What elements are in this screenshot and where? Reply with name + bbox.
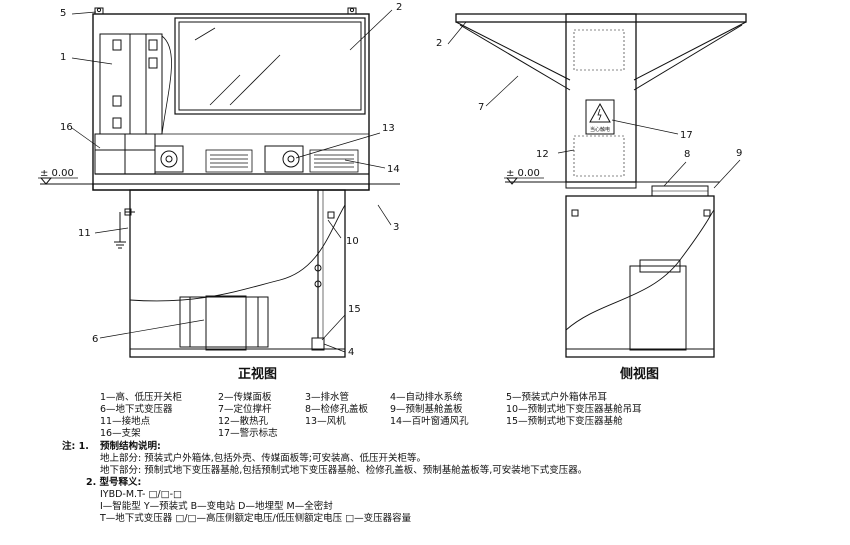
note-2-line-1: I—智能型 Y—预装式 B—变电站 D—地埋型 M—全密封	[100, 501, 333, 512]
support-frame	[94, 133, 156, 175]
legend-item: 11—接地点	[100, 416, 151, 427]
lifting-lug-icon	[94, 7, 357, 14]
legend-item: 7—定位撑杆	[218, 404, 272, 415]
legend-item: 3—排水管	[305, 392, 350, 403]
note-2-line-2: T—地下式变压器 □/□—高压侧额定电压/低压侧额定电压 □—变压器容量	[100, 513, 412, 524]
notes-title: 注: 1.	[62, 441, 89, 452]
vent-holes	[573, 29, 625, 177]
side-view-caption: 侧视图	[620, 366, 659, 380]
note-1-line-2: 地下部分: 预制式地下变压器基舱,包括预制式地下变压器基舱、检修孔盖板、预制基舱…	[100, 465, 588, 476]
side-underground-chamber	[565, 195, 715, 358]
front-level-label: ± 0.00	[40, 168, 74, 179]
side-callout-2: 2	[436, 38, 442, 49]
model-code: IYBD-M.T- □/□-□	[100, 489, 183, 500]
media-panel	[174, 17, 366, 115]
side-callout-8: 8	[684, 149, 690, 160]
legend-item: 8—检修孔盖板	[305, 404, 369, 415]
side-enclosure	[565, 13, 637, 183]
note-1-line-1: 地上部分: 预装式户外箱体,包括外壳、传媒面板等;可安装高、低压开关柜等。	[100, 453, 426, 464]
louver-vents	[205, 149, 359, 173]
legend-item: 4—自动排水系统	[390, 392, 463, 403]
side-level-label: ± 0.00	[506, 168, 540, 179]
callout-14: 14	[387, 164, 400, 175]
legend-item: 17—警示标志	[218, 428, 278, 439]
side-callout-7: 7	[478, 102, 484, 113]
switchgear-cabinet	[99, 33, 172, 135]
legend-item: 12—散热孔	[218, 416, 269, 427]
notes: 注: 1. 预制结构说明: 地上部分: 预装式户外箱体,包括外壳、传媒面板等;可…	[0, 380, 850, 545]
callout-3: 3	[393, 222, 399, 233]
callout-13: 13	[382, 123, 395, 134]
legend-item: 10—预制式地下变压器基舱吊耳	[506, 404, 642, 415]
callout-5: 5	[60, 8, 66, 19]
legend-item: 15—预制式地下变压器基舱	[506, 416, 623, 427]
legend-item: 2—传媒面板	[218, 392, 272, 403]
warning-sign-text: 当心触电	[590, 126, 610, 133]
callout-16: 16	[60, 122, 73, 133]
legend-item: 5—预装式户外箱体吊耳	[506, 392, 608, 403]
legend-item: 14—百叶窗通风孔	[390, 416, 469, 427]
parts-legend: 1—高、低压开关柜 2—传媒面板 3—排水管 4—自动排水系统 5—预装式户外箱…	[0, 380, 850, 545]
legend-item: 13—风机	[305, 416, 346, 427]
front-view-caption: 正视图	[238, 366, 277, 380]
fan-icon	[154, 145, 304, 173]
legend-item: 6—地下式变压器	[100, 404, 173, 415]
callout-11: 11	[78, 228, 91, 239]
callout-15: 15	[348, 304, 361, 315]
legend-item: 1—高、低压开关柜	[100, 392, 183, 403]
front-view	[38, 7, 400, 358]
ground-symbol-icon	[114, 211, 135, 249]
side-callout-9: 9	[736, 148, 742, 159]
legend-item: 16—支架	[100, 428, 141, 439]
callout-1: 1	[60, 52, 66, 63]
legend-item: 9—预制基舱盖板	[390, 404, 463, 415]
callout-10: 10	[346, 236, 359, 247]
callout-4: 4	[348, 347, 354, 358]
callout-6: 6	[92, 334, 98, 345]
note-1-heading: 预制结构说明:	[100, 441, 161, 452]
callout-2: 2	[396, 2, 402, 13]
technical-drawing: 正视图 侧视图 ± 0.00 ± 0.00 1 2 3 4 5 6 10 11 …	[38, 2, 747, 380]
side-callout-17: 17	[680, 130, 693, 141]
warning-sign-icon	[585, 99, 615, 135]
side-callout-12: 12	[536, 149, 549, 160]
side-view	[447, 13, 747, 358]
outdoor-enclosure	[92, 13, 370, 191]
underground-chamber	[129, 189, 346, 358]
note-2-heading: 2. 型号释义:	[86, 477, 142, 488]
